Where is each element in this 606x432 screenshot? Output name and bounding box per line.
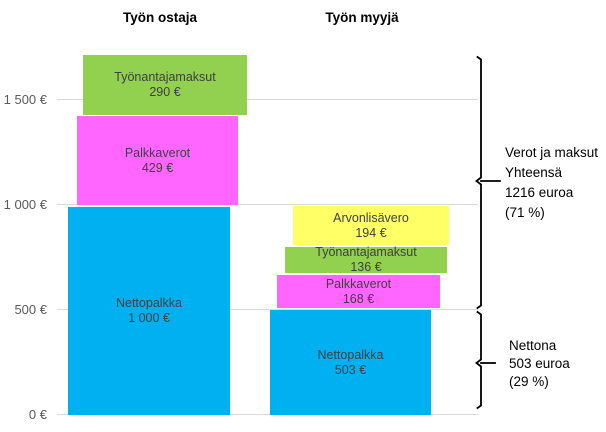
segment-value: 1 000 € xyxy=(128,311,170,325)
segment-label: Palkkaverot xyxy=(325,276,392,291)
bar-segment-buyer-nettopalkka: Nettopalkka 1 000 € xyxy=(68,207,230,415)
y-tick-0: 0 € xyxy=(28,407,47,422)
bar-segment-seller-nettopalkka: Nettopalkka 503 € xyxy=(270,310,431,415)
annotation-line: 1216 euroa xyxy=(505,185,574,200)
segment-label: Työnantajamaksut xyxy=(114,70,216,84)
bar-segment-seller-tyonantajamaksut: Työnantajamaksut 136 € xyxy=(285,245,447,274)
annotation-taxes-total: Verot ja maksut Yhteensä 1216 euroa (71 … xyxy=(505,143,598,223)
bar-segment-buyer-tyonantajamaksut: Työnantajamaksut 290 € xyxy=(83,55,247,115)
brace-taxes-and-net xyxy=(475,55,501,410)
segment-label: Palkkaverot xyxy=(124,145,191,160)
brace-taxes-icon xyxy=(475,55,501,310)
bar-segment-seller-palkkaverot: Palkkaverot 168 € xyxy=(277,275,440,308)
segment-value: 168 € xyxy=(342,291,375,306)
segment-value: 194 € xyxy=(355,225,387,240)
annotation-line: Yhteensä xyxy=(505,165,563,180)
annotation-line: Nettona xyxy=(509,338,557,353)
segment-label: Nettopalkka xyxy=(317,347,384,362)
y-tick-500: 500 € xyxy=(14,302,47,317)
segment-value: 136 € xyxy=(350,260,382,274)
segment-label: Työnantajamaksut xyxy=(315,245,417,259)
segment-label: Nettopalkka xyxy=(115,296,182,310)
segment-value: 290 € xyxy=(149,85,181,99)
annotation-line: (71 %) xyxy=(505,205,545,220)
brace-net-icon xyxy=(475,310,496,410)
annotation-line: Verot ja maksut xyxy=(505,145,599,160)
segment-value: 429 € xyxy=(141,160,174,175)
column-title-seller: Työn myyjä xyxy=(325,10,399,25)
gridline-500 xyxy=(57,309,478,310)
segment-value: 503 € xyxy=(334,362,367,377)
column-title-buyer: Työn ostaja xyxy=(122,10,198,25)
y-tick-1500: 1 500 € xyxy=(3,92,47,107)
segment-label: Arvonlisävero xyxy=(333,210,409,225)
bar-segment-seller-arvonlisavero: Arvonlisävero 194 € xyxy=(293,206,449,245)
gridline-1000 xyxy=(57,204,478,205)
y-tick-1000: 1 000 € xyxy=(3,197,47,212)
gridline-0 xyxy=(57,414,478,415)
annotation-line: 503 euroa xyxy=(509,356,570,371)
bar-segment-buyer-palkkaverot: Palkkaverot 429 € xyxy=(77,116,238,205)
annotation-net-total: Nettona 503 euroa (29 %) xyxy=(509,337,570,391)
gridline-1500 xyxy=(57,99,478,100)
annotation-line: (29 %) xyxy=(509,374,549,389)
